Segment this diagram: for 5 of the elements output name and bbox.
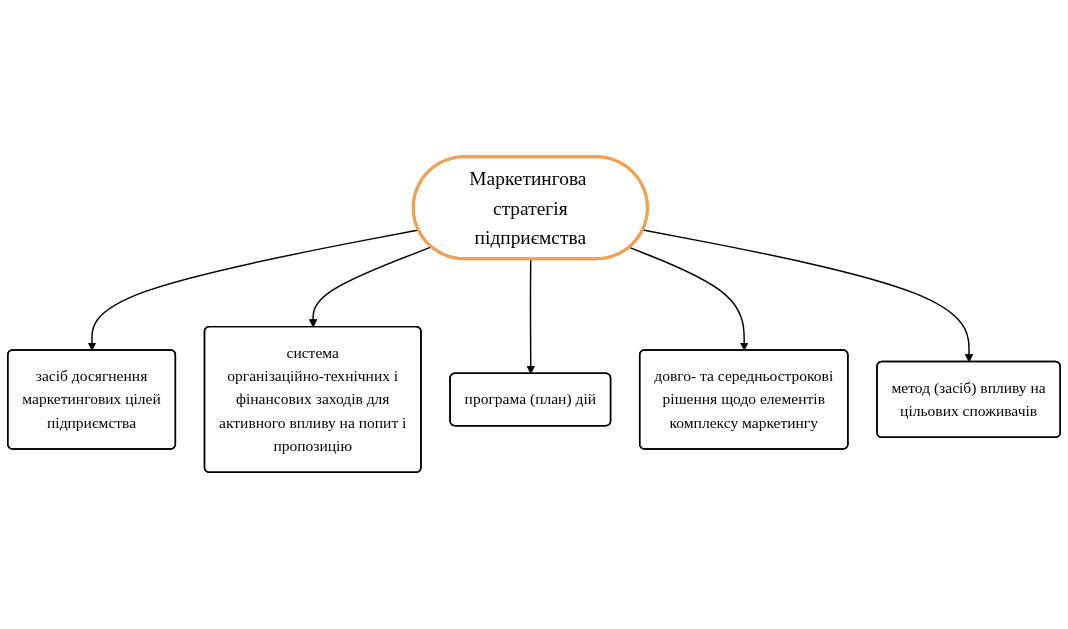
arrow [308, 246, 433, 328]
arrow [526, 258, 535, 375]
arrow [642, 229, 974, 363]
arrow [87, 229, 420, 351]
arrow [628, 246, 749, 351]
